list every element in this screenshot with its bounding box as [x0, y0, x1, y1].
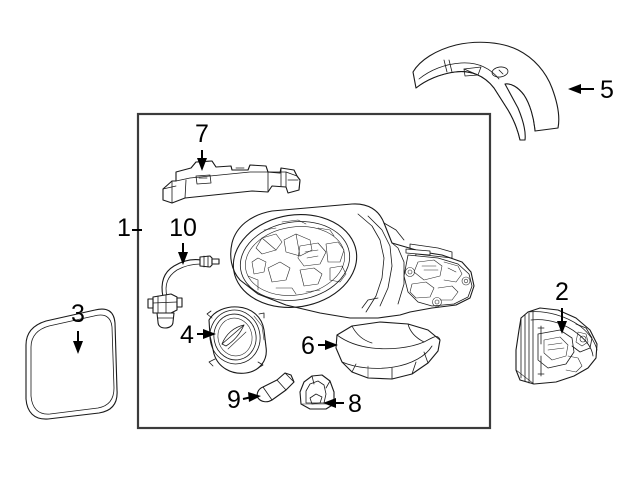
callout-label-1: 1: [117, 214, 131, 242]
part-mirror-seal-bracket: [162, 160, 301, 204]
callout-leader-6: [318, 340, 338, 350]
callout-leader-2: [557, 308, 567, 334]
callout-leader-8: [323, 398, 344, 408]
part-mirror-lower-cover: [335, 321, 441, 380]
callout-leader-7: [197, 150, 207, 171]
callout-label-10: 10: [169, 214, 197, 242]
callout-label-3: 3: [71, 300, 85, 328]
part-mirror-glass: [25, 308, 118, 420]
part-mirror-actuator-motor: [206, 306, 267, 374]
callout-label-2: 2: [555, 278, 569, 306]
callout-label-8: 8: [348, 390, 362, 418]
part-lamp-bulb: [256, 372, 295, 403]
callout-leader-4: [197, 329, 216, 339]
part-mirror-housing-main: [230, 203, 475, 319]
part-lamp-bracket: [299, 374, 335, 410]
callout-label-7: 7: [195, 120, 209, 148]
callout-label-4: 4: [180, 321, 194, 349]
callout-leader-3: [73, 331, 83, 354]
callout-label-5: 5: [600, 76, 614, 104]
part-wiring-harness: [147, 255, 220, 329]
callout-leader-10: [178, 243, 188, 265]
part-mirror-cover-cap: [412, 41, 560, 141]
callout-label-9: 9: [227, 386, 241, 414]
callout-label-6: 6: [301, 332, 315, 360]
callout-leader-5: [568, 84, 594, 94]
mirror-assembly-group-box: [136, 112, 492, 430]
callout-leader-9: [242, 392, 261, 402]
part-mirror-bracket-right: [515, 307, 598, 385]
